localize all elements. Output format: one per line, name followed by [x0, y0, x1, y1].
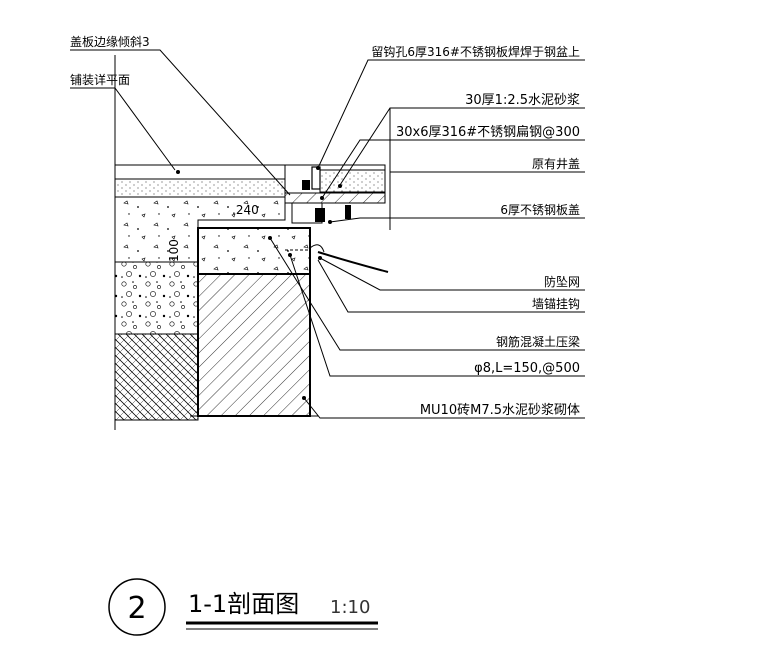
label-existing-cover: 原有井盖: [532, 157, 580, 171]
label-rebar-spec: φ8,L=150,@500: [474, 361, 580, 376]
label-paving-detail: 铺装详平面: [70, 72, 130, 87]
label-flat-steel: 30x6厚316#不锈钢扁钢@300: [396, 125, 580, 140]
detail-number: 2: [127, 591, 146, 626]
label-steel-plate-cover: 6厚不锈钢板盖: [500, 203, 580, 217]
leader-dots: [176, 166, 342, 400]
rc-beam: [197, 227, 311, 275]
label-masonry: MU10砖M7.5水泥砂浆砌体: [420, 403, 580, 418]
gravel-layer: [114, 261, 199, 335]
label-wall-anchor: 墙锚挂钩: [532, 296, 580, 311]
steel-cover-assembly: [284, 164, 386, 224]
leader-lines: [70, 49, 585, 419]
dimension-240: .240: [232, 203, 259, 217]
brick-wall: [197, 273, 311, 417]
fall-net: [285, 244, 389, 273]
drawing-scale: 1:10: [330, 597, 370, 618]
label-cover-edge-slope: 盖板边缘倾斜3: [70, 35, 150, 49]
compacted-soil: [114, 333, 199, 421]
label-hook-hole: 留钩孔6厚316#不锈钢板焊焊于钢盆上: [371, 44, 580, 59]
title-block: 2 1-1剖面图 1:10: [108, 578, 378, 636]
paving-layer: [114, 164, 286, 198]
label-fall-net: 防坠网: [544, 274, 580, 289]
detail-number-circle: [108, 578, 166, 636]
label-mortar: 30厚1:2.5水泥砂浆: [465, 93, 580, 108]
drawing-title: 1-1剖面图: [188, 590, 299, 618]
dimension-100: 100: [167, 239, 181, 262]
label-rc-beam: 钢筋混凝土压梁: [496, 334, 580, 349]
